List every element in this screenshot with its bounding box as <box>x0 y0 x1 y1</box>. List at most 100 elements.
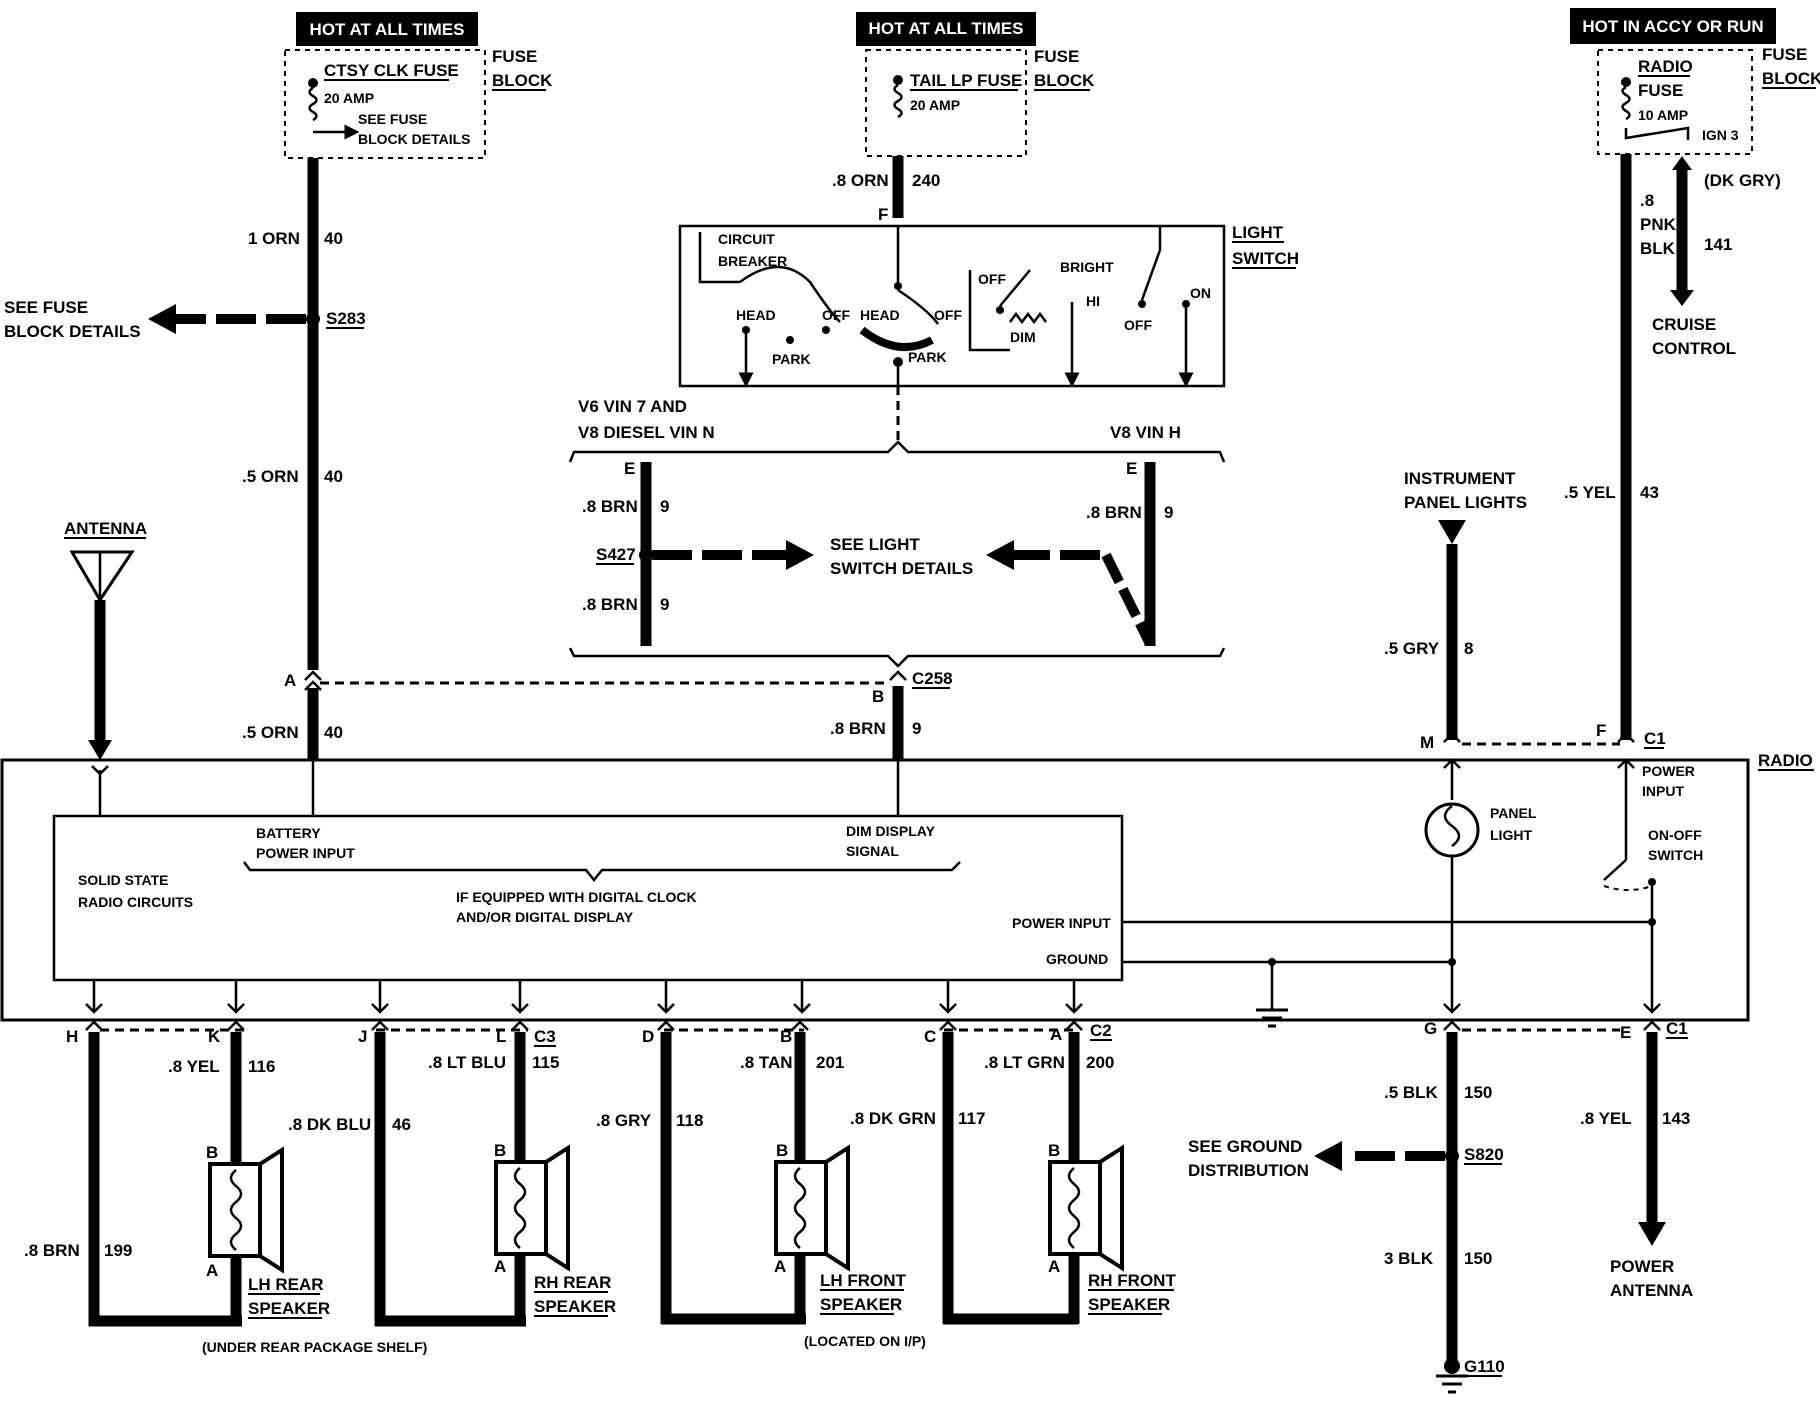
wire-9-gauge-low: .8 BRN <box>830 719 886 738</box>
ls-off-1: OFF <box>822 307 850 323</box>
see-fuse-block-2: BLOCK DETAILS <box>4 322 141 341</box>
splice-s283: S283 SEE FUSE BLOCK DETAILS <box>4 298 366 341</box>
lh-rear-pin-a: A <box>206 1261 218 1280</box>
wire-141: (DK GRY) 141 CRUISE CONTROL <box>1652 156 1781 358</box>
lh-rear-speaker-circuit: H K .8 YEL 116 .8 BRN 199 B A LH REAR SP… <box>24 1020 330 1327</box>
wire-9-num-low: 9 <box>912 719 921 738</box>
power-source-tail: HOT AT ALL TIMES <box>856 12 1036 46</box>
instrument-panel-2: PANEL LIGHTS <box>1404 493 1527 512</box>
rh-rear-speaker-circuit: J L C3 .8 LT BLU 115 .8 DK BLU 46 B A RH… <box>288 1020 616 1327</box>
rh-rear-speaker-word: SPEAKER <box>534 1297 616 1316</box>
lh-front-pin-b: B <box>776 1141 788 1160</box>
wire-240: .8 ORN 240 F <box>832 156 940 224</box>
tail-fuse-amp: 20 AMP <box>910 97 960 113</box>
wire-200-gauge: .8 LT GRN <box>984 1053 1065 1072</box>
s820-label: S820 <box>1464 1145 1504 1164</box>
panel-light-2: LIGHT <box>1490 827 1532 843</box>
light-switch-title-2: SWITCH <box>1232 249 1299 268</box>
wire-8: INSTRUMENT PANEL LIGHTS .5 GRY 8 M <box>1384 469 1527 752</box>
c258-label: C258 <box>912 669 953 688</box>
wire-40-num-mid: 40 <box>324 467 343 486</box>
wire-150-num-top: 150 <box>1464 1083 1492 1102</box>
rh-rear-speaker: B A <box>494 1141 570 1276</box>
pin-d: D <box>642 1027 654 1046</box>
s427-label: S427 <box>596 545 636 564</box>
wire-40-gauge-low: .5 ORN <box>242 723 299 742</box>
power-input-2: INPUT <box>1642 783 1684 799</box>
wire-150-gauge-top: .5 BLK <box>1384 1083 1439 1102</box>
wire-199-gauge: .8 BRN <box>24 1241 80 1260</box>
vin-v6-1: V6 VIN 7 AND <box>578 397 687 416</box>
wire-40-num-top: 40 <box>324 229 343 248</box>
vin-left-gauge-1: .8 BRN <box>582 497 638 516</box>
wire-240-num: 240 <box>912 171 940 190</box>
c2-label: C2 <box>1090 1021 1112 1040</box>
light-switch-title-1: LIGHT <box>1232 223 1284 242</box>
rh-rear-pin-a: A <box>494 1257 506 1276</box>
wire-116-gauge: .8 YEL <box>168 1057 220 1076</box>
ls-head-2: HEAD <box>860 307 900 323</box>
lh-front-speaker: B A <box>774 1141 850 1276</box>
lh-rear-speaker: B A <box>206 1143 284 1280</box>
fuse-label-radio-2: BLOCK <box>1762 69 1820 88</box>
instrument-panel-1: INSTRUMENT <box>1404 469 1516 488</box>
rh-front-speaker-word: SPEAKER <box>1088 1295 1170 1314</box>
s283-label: S283 <box>326 309 366 328</box>
pin-b-lh-front: B <box>780 1027 792 1046</box>
power-antenna-1: POWER <box>1610 1257 1674 1276</box>
radio-ign: IGN 3 <box>1702 127 1739 143</box>
wire-141-num: 141 <box>1704 235 1732 254</box>
ctsy-fuse-name: CTSY CLK FUSE <box>324 61 459 80</box>
wire-143-gauge: .8 YEL <box>1580 1109 1632 1128</box>
wire-150-num-low: 150 <box>1464 1249 1492 1268</box>
fuse-block-ctsy: CTSY CLK FUSE 20 AMP SEE FUSE BLOCK DETA… <box>284 47 553 159</box>
wire-141-gauge-2: PNK/ <box>1640 215 1681 234</box>
rh-front-label: RH FRONT <box>1088 1271 1176 1290</box>
pin-l: L <box>496 1027 506 1046</box>
pin-g: G <box>1424 1019 1437 1038</box>
fuse-label-tail-1: FUSE <box>1034 47 1079 66</box>
g110-label: G110 <box>1464 1357 1505 1376</box>
vin-left-pin-e: E <box>624 459 635 478</box>
power-source-ctsy-label: HOT AT ALL TIMES <box>310 20 465 39</box>
vin-left-gauge-2: .8 BRN <box>582 595 638 614</box>
tail-fuse-name: TAIL LP FUSE <box>910 71 1022 90</box>
front-ip-note: (LOCATED ON I/P) <box>804 1333 926 1349</box>
pin-k: K <box>208 1027 221 1046</box>
rh-front-pin-a: A <box>1048 1257 1060 1276</box>
wire-8-gauge: .5 GRY <box>1384 639 1440 658</box>
power-source-radio-label: HOT IN ACCY OR RUN <box>1582 17 1763 36</box>
ls-off-2: OFF <box>934 307 962 323</box>
lh-rear-pin-b: B <box>206 1143 218 1162</box>
power-source-ctsy: HOT AT ALL TIMES <box>296 12 478 46</box>
clock-note-1: IF EQUIPPED WITH DIGITAL CLOCK <box>456 889 697 905</box>
power-source-tail-label: HOT AT ALL TIMES <box>869 19 1024 38</box>
wire-201-num: 201 <box>816 1053 844 1072</box>
circuit-breaker-1: CIRCUIT <box>718 231 775 247</box>
pin-f-light-switch: F <box>878 205 888 224</box>
solid-state-1: SOLID STATE <box>78 872 168 888</box>
vin-variants: V6 VIN 7 AND V8 DIESEL VIN N V8 VIN H E … <box>568 397 1226 668</box>
wire-150-gauge-low: 3 BLK <box>1384 1249 1434 1268</box>
power-source-radio: HOT IN ACCY OR RUN <box>1570 8 1776 44</box>
pin-m: M <box>1420 733 1434 752</box>
wire-43: .8 PNK/ BLK .5 YEL 43 F C1 <box>1564 154 1681 749</box>
on-off-1: ON-OFF <box>1648 827 1702 843</box>
wire-141-alt: (DK GRY) <box>1704 171 1781 190</box>
panel-light-1: PANEL <box>1490 805 1537 821</box>
ls-bright: BRIGHT <box>1060 259 1114 275</box>
lh-front-speaker-word: SPEAKER <box>820 1295 902 1314</box>
ls-dim: DIM <box>1010 329 1036 345</box>
ground-circuit: G .5 BLK 150 S820 SEE GROUND DISTRIBUTIO… <box>1188 1019 1620 1394</box>
radio-output-leads <box>85 980 1083 1014</box>
wire-199-num: 199 <box>104 1241 132 1260</box>
wire-141-gauge-1: .8 <box>1640 191 1654 210</box>
ls-off-4: OFF <box>1124 317 1152 333</box>
lh-rear-label: LH REAR <box>248 1275 324 1294</box>
radio-fuse-name-2: FUSE <box>1638 81 1683 100</box>
wire-200-num: 200 <box>1086 1053 1114 1072</box>
rh-front-pin-b: B <box>1048 1141 1060 1160</box>
see-light-switch-2: SWITCH DETAILS <box>830 559 973 578</box>
wire-40-gauge-top: 1 ORN <box>248 229 300 248</box>
c258-pin-a: A <box>284 671 296 690</box>
